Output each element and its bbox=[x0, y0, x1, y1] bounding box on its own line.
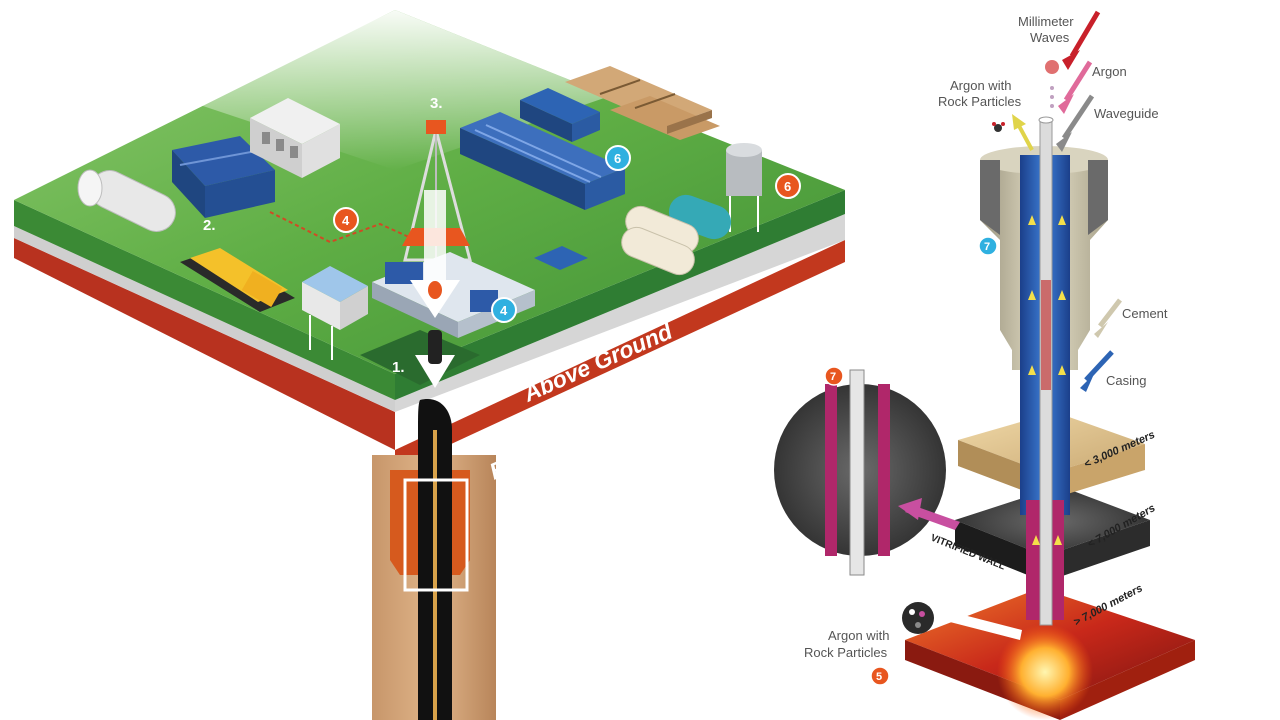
cement-label: Cement bbox=[1122, 306, 1168, 321]
rock-particles-top bbox=[992, 122, 1005, 132]
settling-ponds bbox=[565, 66, 720, 140]
right-face-red-layer bbox=[395, 240, 845, 470]
waveguide-label: Waveguide bbox=[1094, 106, 1159, 121]
casing-label: Casing bbox=[1106, 373, 1146, 388]
argon-rock-top-label-line2: Rock Particles bbox=[938, 94, 1022, 109]
millimeter-waves-label-line1: Millimeter bbox=[1018, 14, 1074, 29]
badge-7-orange: 7 bbox=[824, 366, 844, 386]
vitrified-arrow bbox=[898, 498, 960, 530]
argon-arrow bbox=[1058, 60, 1093, 114]
left-face-red-layer bbox=[14, 238, 395, 450]
svg-text:6: 6 bbox=[784, 179, 791, 194]
right-face-grey-layer bbox=[395, 214, 845, 412]
yellow-generator bbox=[180, 248, 295, 312]
treatment-machine bbox=[520, 88, 600, 142]
millimeter-wave-dot bbox=[1045, 60, 1059, 74]
svg-text:7: 7 bbox=[830, 371, 836, 383]
drill-cutaway: 7 7 5 Millimeter Waves Argon Argon with … bbox=[774, 10, 1195, 720]
vitrified-wall-detail bbox=[774, 369, 946, 576]
downward-arrow bbox=[410, 190, 460, 388]
left-face-green-edge bbox=[14, 200, 395, 400]
waveguide-arrow bbox=[1056, 94, 1095, 152]
argon-label: Argon bbox=[1092, 64, 1127, 79]
drill-string-core bbox=[433, 430, 437, 720]
badge-4-orange: 4 bbox=[333, 207, 359, 233]
svg-text:6: 6 bbox=[614, 151, 621, 166]
right-face-green-edge bbox=[395, 190, 845, 400]
svg-text:7: 7 bbox=[984, 241, 990, 253]
badge-6-orange: 6 bbox=[775, 173, 801, 199]
badge-4-blue: 4 bbox=[491, 297, 517, 323]
argon-rock-bottom-label-line1: Argon with bbox=[828, 628, 889, 643]
badge-5-orange: 5 bbox=[870, 666, 890, 686]
control-cabin bbox=[250, 98, 340, 178]
flow-arrows bbox=[1028, 215, 1066, 545]
badge-7-blue: 7 bbox=[978, 236, 998, 256]
marker-2: 2. bbox=[203, 217, 216, 234]
millimeter-waves-label-line2: Waves bbox=[1030, 30, 1070, 45]
svg-text:4: 4 bbox=[342, 213, 350, 228]
argon-rock-up-arrow bbox=[1012, 114, 1034, 151]
blue-pallet bbox=[534, 246, 588, 270]
gas-tank bbox=[77, 169, 176, 232]
marker-1: 1. bbox=[392, 359, 405, 376]
blue-container bbox=[172, 136, 275, 218]
svg-text:5: 5 bbox=[876, 671, 882, 683]
cement-arrow bbox=[1094, 298, 1122, 338]
power-line bbox=[269, 211, 421, 244]
hot-rock-block bbox=[905, 588, 1195, 720]
inner-sleeve bbox=[403, 478, 469, 592]
argon-rock-top-label-line1: Argon with bbox=[950, 78, 1011, 93]
badge-6-blue: 6 bbox=[605, 145, 631, 171]
cooling-unit bbox=[460, 112, 625, 210]
casing-arrow bbox=[1080, 350, 1114, 392]
bottom-white-arrow bbox=[950, 612, 1022, 640]
rock-particles-bottom bbox=[902, 602, 934, 634]
waveguide-red-segment bbox=[1041, 280, 1051, 390]
pump-house bbox=[302, 266, 368, 360]
argon-rock-bottom-label-line2: Rock Particles bbox=[804, 645, 888, 660]
cream-tanks bbox=[621, 205, 699, 276]
left-face-grey-layer bbox=[14, 226, 395, 412]
marker-3: 3. bbox=[430, 95, 443, 112]
millimeter-waves-arrow bbox=[1062, 10, 1101, 70]
svg-text:4: 4 bbox=[500, 303, 508, 318]
surface-platform: Above Ground Below Ground 1. 2. 3. 4 4 6… bbox=[14, 10, 845, 720]
